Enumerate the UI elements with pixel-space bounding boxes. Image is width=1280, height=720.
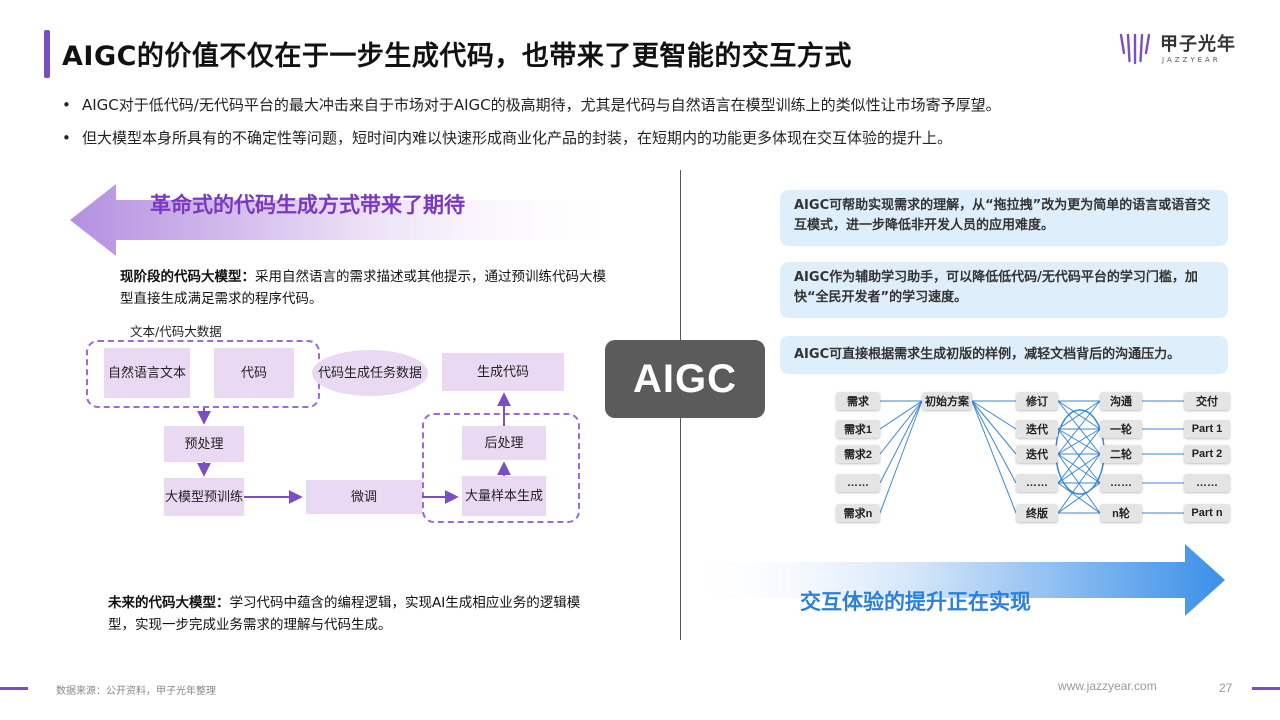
col3-chip-5: 终版 [1016,504,1058,522]
data-source-note: 数据来源：公开资料，甲子光年整理 [56,686,216,697]
link-plan-to-revise-5 [971,400,1017,514]
info-box-learning-assistant: AIGC作为辅助学习助手，可以降低低代码/无代码平台的学习门槛，加快“全民开发者… [780,262,1228,318]
col4-chip-4: …… [1100,474,1142,492]
jazzyear-logo-icon [1119,33,1151,65]
link-plan-to-revise-2 [971,400,1017,430]
node-postprocess: 后处理 [462,426,546,460]
current-model-description: 现阶段的代码大模型：采用自然语言的需求描述或其他提示，通过预训练代码大模型直接生… [120,269,606,307]
col4-chip-5: n轮 [1100,504,1142,522]
col4-chip-2: 一轮 [1100,420,1142,438]
col5-chip-1: 交付 [1184,392,1230,410]
col1-chip-5: 需求n [836,504,880,522]
future-model-description: 未来的代码大模型：学习代码中蕴含的编程逻辑，实现AI生成相应业务的逻辑模型，实现… [108,595,581,633]
left-banner-title: 革命式的代码生成方式带来了期待 [150,193,465,217]
flow-group-label: 文本/代码大数据 [130,324,222,339]
generation-group-dashed-box [422,413,580,523]
bullet-item-2: •但大模型本身所具有的不确定性等问题，短时间内难以快速形成商业化产品的封装，在短… [62,129,953,147]
title-accent-bar [44,30,50,78]
logo-text-cn: 甲子光年 [1160,34,1236,55]
page-title: AIGC的价值不仅在于一步生成代码，也带来了更智能的交互方式 [62,41,852,72]
col2-chip-1: 初始方案 [922,392,972,410]
col1-chip-2: 需求1 [836,420,880,438]
link-plan-to-revise-4 [971,400,1017,484]
page-number: 27 [1219,681,1233,695]
link-req-to-plan-4 [879,400,923,484]
footer-accent-left [0,687,28,690]
col5-chip-2: Part 1 [1184,420,1230,438]
logo-text-en: JAZZYEAR [1162,56,1221,64]
left-arrow-banner-shape [70,184,630,256]
right-arrow-banner-shape [680,544,1225,616]
col5-chip-4: …… [1184,474,1230,492]
link-revise-to-comm-4-3 [1057,453,1101,484]
node-preprocess: 预处理 [164,426,244,462]
col4-chip-1: 沟通 [1100,392,1142,410]
link-req-to-plan-5 [879,400,923,514]
link-revise-to-comm-5-3 [1057,453,1101,514]
link-revise-to-comm-2-1 [1057,400,1101,430]
bullet-dot: • [62,96,71,114]
col3-chip-1: 修订 [1016,392,1058,410]
bullet-item-1: •AIGC对于低代码/无代码平台的最大冲击来自于市场对于AIGC的极高期待，尤其… [62,96,1001,114]
col1-chip-3: 需求2 [836,445,880,463]
node-generated-code: 生成代码 [442,353,564,391]
node-sample-generation: 大量样本生成 [462,476,546,516]
bullet-dot: • [62,129,71,147]
link-req-to-plan-2 [879,400,923,430]
link-revise-to-comm-4-2 [1057,428,1101,484]
link-revise-to-comm-3-2 [1057,428,1101,455]
info-box-requirement-understanding: AIGC可帮助实现需求的理解，从“拖拉拽”改为更为简单的语言或语音交互模式，进一… [780,190,1228,246]
col5-chip-5: Part n [1184,504,1230,522]
node-finetune: 微调 [306,480,422,514]
col4-chip-3: 二轮 [1100,445,1142,463]
link-req-to-plan-3 [879,400,923,455]
node-model-pretrain: 大模型预训练 [164,478,244,516]
col1-chip-1: 需求 [836,392,880,410]
node-natural-language-text: 自然语言文本 [104,348,190,398]
col5-chip-3: Part 2 [1184,445,1230,463]
website-link[interactable]: www.jazzyear.com [1058,679,1157,693]
node-code-generation-task-data: 代码生成任务数据 [312,350,428,396]
footer-accent-right [1252,687,1280,690]
aigc-center-badge: AIGC [605,340,765,418]
col3-chip-2: 迭代 [1016,420,1058,438]
col1-chip-4: …… [836,474,880,492]
node-code: 代码 [214,348,294,398]
link-plan-to-revise-3 [971,400,1017,455]
col3-chip-3: 迭代 [1016,445,1058,463]
info-box-prototype-generation: AIGC可直接根据需求生成初版的样例，减轻文档背后的沟通压力。 [780,336,1228,374]
col3-chip-4: …… [1016,474,1058,492]
right-banner-title: 交互体验的提升正在实现 [800,590,1031,614]
link-revise-to-comm-3-1 [1057,400,1101,455]
